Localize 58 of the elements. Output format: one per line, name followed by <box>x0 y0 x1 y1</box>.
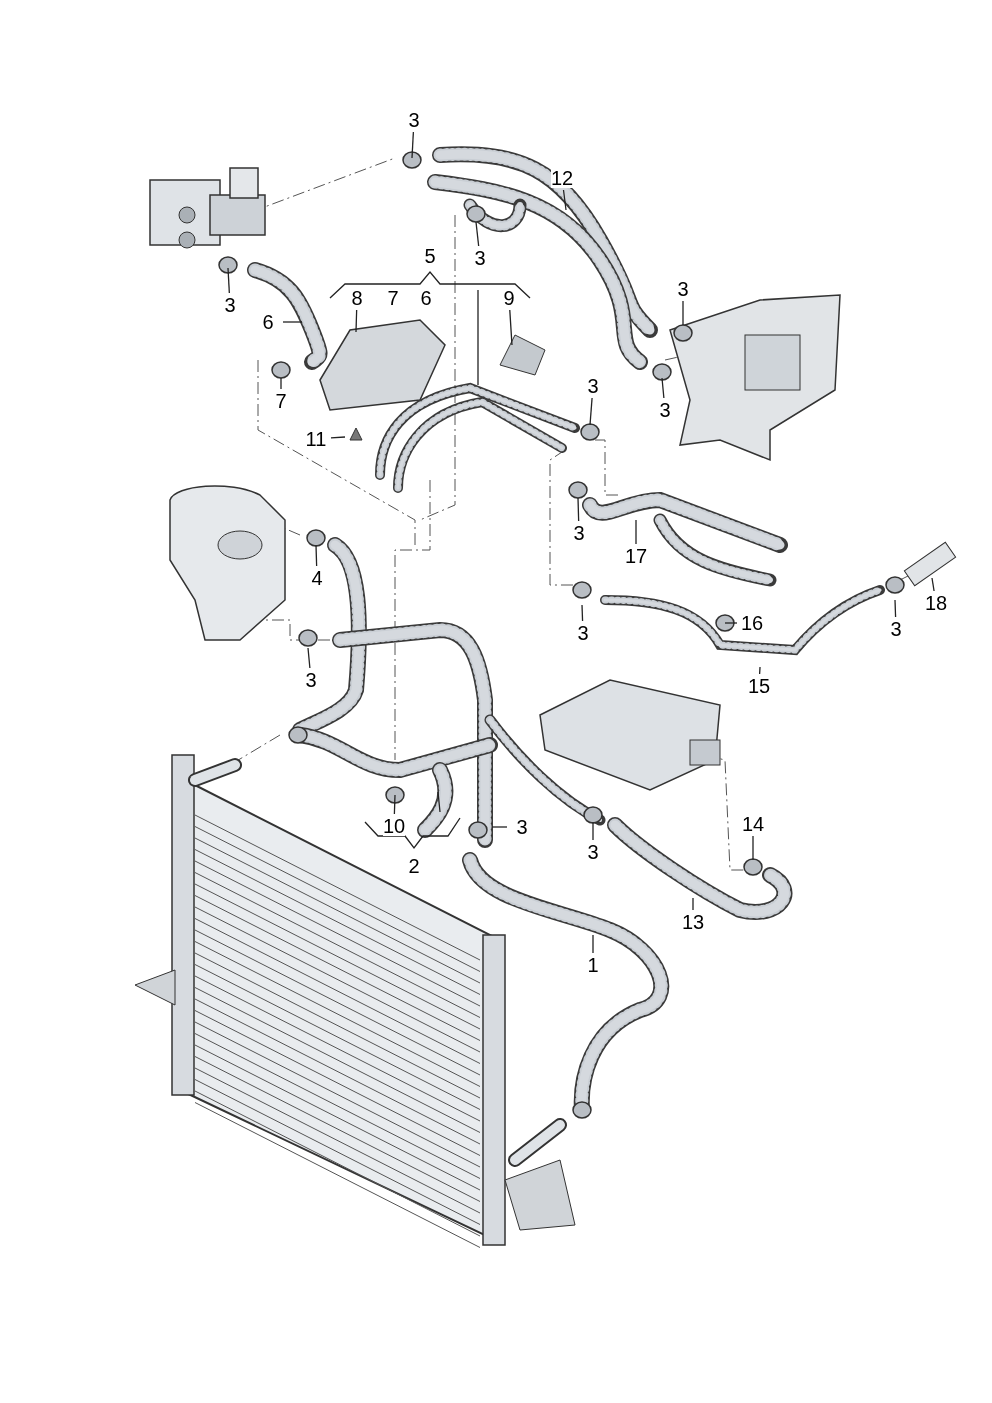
callout-number: 3 <box>587 376 599 396</box>
callout-number: 6 <box>420 288 432 308</box>
leader-line <box>931 577 935 592</box>
leader-line <box>491 826 508 828</box>
leader-line <box>562 189 567 211</box>
callout-number: 3 <box>677 279 689 299</box>
callout-number: 5 <box>424 246 436 266</box>
leader-line <box>661 377 665 399</box>
leader-line <box>592 821 594 841</box>
callout-number: 1 <box>587 955 599 975</box>
leader-line <box>682 300 684 326</box>
callout-number: 3 <box>516 817 528 837</box>
leader-line <box>894 599 897 618</box>
leader-line <box>635 519 637 545</box>
leader-line <box>581 604 584 622</box>
callout-number: 8 <box>351 288 363 308</box>
leader-line <box>411 131 414 159</box>
callout-number: 2 <box>408 856 420 876</box>
callout-number: 13 <box>681 912 705 932</box>
callout-number: 7 <box>387 288 399 308</box>
callout-number: 16 <box>740 613 764 633</box>
callout-number: 10 <box>382 816 406 836</box>
callout-number: 3 <box>890 619 902 639</box>
callout-number: 17 <box>624 546 648 566</box>
callout-number: 6 <box>262 312 274 332</box>
leader-line <box>589 397 593 426</box>
leader-line <box>475 221 480 247</box>
leader-line <box>280 377 282 390</box>
callout-number: 18 <box>924 593 948 613</box>
leader-line <box>355 309 358 333</box>
leader-line <box>307 647 311 669</box>
callout-number: 9 <box>503 288 515 308</box>
leader-line <box>393 794 396 815</box>
callout-number: 12 <box>550 168 574 188</box>
callout-number: 15 <box>747 676 771 696</box>
leader-line <box>227 267 230 294</box>
leader-line <box>509 309 513 346</box>
callout-number: 3 <box>224 295 236 315</box>
callout-number: 3 <box>573 523 585 543</box>
leader-line <box>577 497 580 522</box>
callout-number: 3 <box>474 248 486 268</box>
leader-line <box>282 321 303 323</box>
callout-number: 3 <box>587 842 599 862</box>
callout-number: 3 <box>408 110 420 130</box>
leader-line <box>759 666 761 675</box>
leader-line <box>315 544 318 567</box>
leader-line <box>724 622 738 624</box>
leader-line <box>692 897 694 911</box>
leader-line <box>752 835 754 861</box>
callout-number: 3 <box>577 623 589 643</box>
leader-line <box>330 436 346 439</box>
callout-number: 11 <box>305 429 327 449</box>
callout-number: 3 <box>305 670 317 690</box>
callout-number: 7 <box>275 391 287 411</box>
callout-number: 14 <box>741 814 765 834</box>
leader-line <box>592 934 594 954</box>
callout-number: 4 <box>311 568 323 588</box>
callout-number: 3 <box>659 400 671 420</box>
